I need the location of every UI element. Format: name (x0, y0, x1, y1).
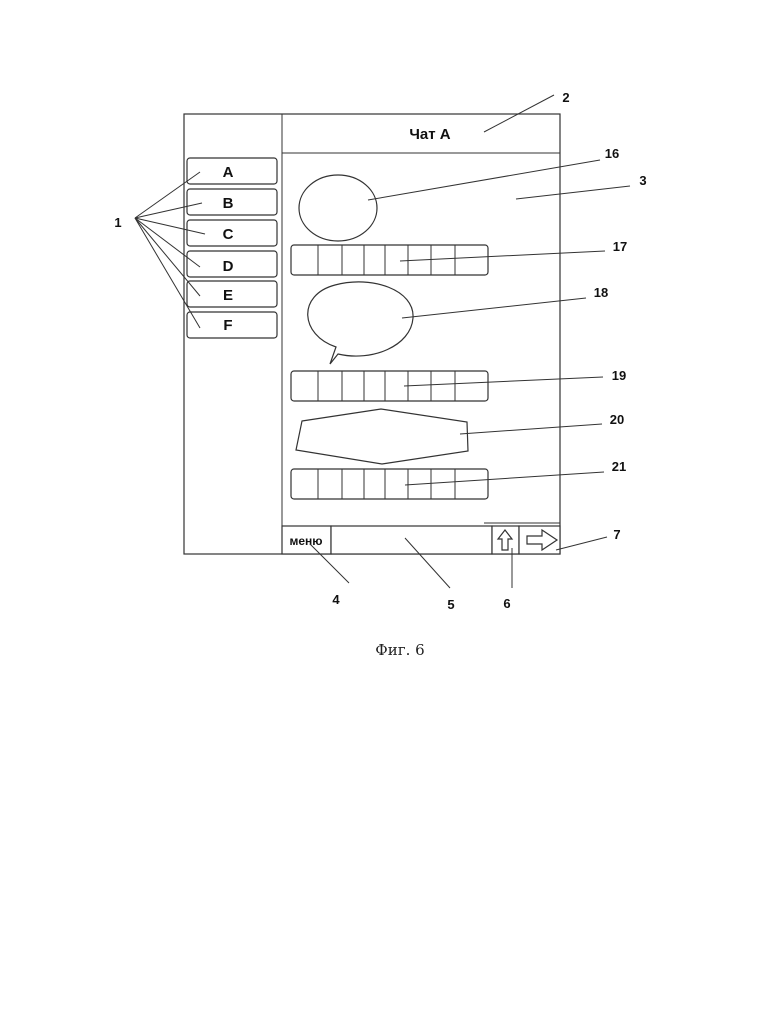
contact-button-b[interactable]: B (187, 189, 277, 215)
contact-label: F (223, 317, 232, 334)
contact-button-a[interactable]: A (187, 158, 277, 184)
contact-button-f[interactable]: F (187, 312, 277, 338)
send-button[interactable] (519, 526, 560, 554)
message-cells-2 (291, 371, 488, 401)
callout-5: 5 (447, 597, 454, 612)
menu-button[interactable]: меню (282, 526, 331, 554)
chat-title: Чат A (409, 126, 450, 143)
callout-16: 16 (605, 146, 619, 161)
message-cells-1 (291, 245, 488, 275)
contact-label: E (223, 287, 233, 304)
callout-18: 18 (594, 285, 608, 300)
menu-label: меню (289, 534, 322, 548)
callout-19: 19 (612, 368, 626, 383)
callout-3: 3 (639, 173, 646, 188)
callout-2: 2 (562, 90, 569, 105)
up-button[interactable] (492, 526, 519, 554)
callout-7: 7 (613, 527, 620, 542)
callout-1: 1 (114, 215, 121, 230)
contact-label: A (223, 164, 234, 181)
callout-20: 20 (610, 412, 624, 427)
avatar-circle (299, 175, 377, 241)
contact-button-e[interactable]: E (187, 281, 277, 307)
figure-caption: Фиг. 6 (375, 641, 424, 659)
message-input[interactable] (331, 526, 492, 554)
callout-4: 4 (332, 592, 340, 607)
contact-button-d[interactable]: D (187, 251, 277, 277)
callout-21: 21 (612, 459, 626, 474)
message-cells-3 (291, 469, 488, 499)
callout-6: 6 (503, 596, 510, 611)
contact-label: D (223, 258, 234, 275)
contact-label: B (223, 195, 234, 212)
contact-label: C (223, 226, 234, 243)
callout-17: 17 (613, 239, 627, 254)
